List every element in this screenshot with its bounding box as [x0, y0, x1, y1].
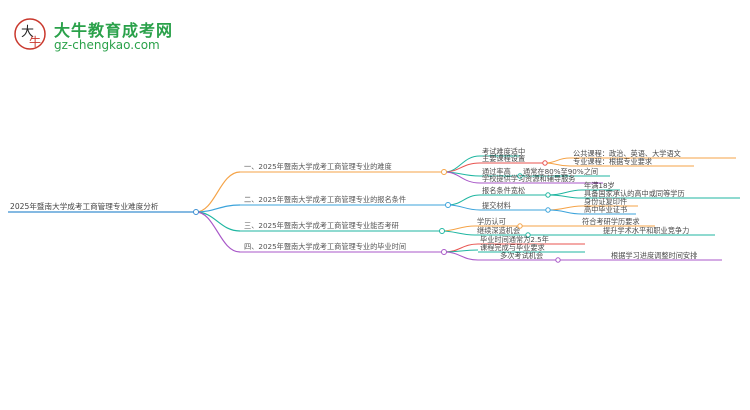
b3-further-study-detail: 提升学术水平和职业竞争力	[603, 226, 690, 235]
connector-b2-c2	[447, 204, 481, 211]
connector-b1-c2-g1	[544, 157, 571, 164]
b2-child-conditions: 报名条件宽松	[482, 186, 526, 195]
bull-logo-icon: 大 牛	[14, 18, 46, 50]
b1-child-difficulty: 考试难度适中	[482, 147, 526, 156]
connector-b2-c1	[447, 194, 481, 206]
b3-recognition-detail: 符合考研学历要求	[582, 217, 640, 226]
connector-b3-c1	[441, 225, 476, 232]
connector-branch-1	[195, 171, 241, 213]
connector-branch-3	[195, 211, 241, 232]
b4-child-completion: 课程完成与毕业要求	[480, 243, 545, 252]
connector-b2-c2-g2	[547, 209, 583, 215]
b2-cond-education: 具备国家承认的高中或同等学历	[584, 189, 685, 198]
b3-child-further-study: 继续深造机会	[477, 226, 521, 235]
b1-child-passrate: 通过率高	[482, 167, 511, 176]
b3-child-recognition: 学历认可	[477, 217, 506, 226]
b2-material-diploma: 高中毕业证书	[584, 205, 628, 214]
brand-title: 大牛教育成考网	[54, 21, 174, 40]
connector-b1-c2	[443, 162, 481, 173]
b1-child-resources: 学校提供学习资源和辅导服务	[482, 174, 576, 183]
b1-course-major: 专业课程：根据专业要求	[573, 157, 653, 166]
b2-child-materials: 提交材料	[482, 201, 511, 210]
connector-b4-c2	[443, 249, 479, 253]
connector-b2-c1-g1	[547, 189, 583, 196]
brand-logo[interactable]: 大 牛 大牛教育成考网 gz-chengkao.com	[14, 16, 174, 56]
svg-text:大: 大	[21, 25, 34, 40]
b1-passrate-detail: 通常在80%至90%之间	[523, 167, 599, 176]
connector-b2-c1-g2	[547, 194, 583, 199]
connector-branch-2	[195, 204, 241, 213]
b2-material-id: 身份证复印件	[584, 197, 628, 206]
connector-b3-c2	[441, 230, 476, 236]
branch-4-label: 四、2025年暨南大学成考工商管理专业的毕业时间	[244, 242, 407, 251]
b4-exam-detail: 根据学习进度调整时间安排	[611, 251, 698, 260]
connector-b1-c4	[443, 171, 481, 184]
b4-child-exam-opportunities: 多次考试机会	[500, 251, 544, 260]
connector-b4-c3	[443, 251, 479, 261]
b2-cond-age: 年满18岁	[584, 181, 615, 190]
connector-b1-c2-g2	[544, 162, 571, 167]
branch-2-label: 二、2025年暨南大学成考工商管理专业的报名条件	[244, 195, 407, 204]
b1-course-public: 公共课程：政治、英语、大学语文	[573, 149, 681, 158]
b1-child-courses: 主要课程设置	[482, 154, 526, 163]
mindmap-root: 2025年暨南大学成考工商管理专业难度分析	[10, 202, 159, 211]
connector-branch-4	[195, 211, 241, 253]
connector-b1-c1	[443, 155, 481, 173]
brand-url[interactable]: gz-chengkao.com	[54, 38, 160, 52]
branch-3-label: 三、2025年暨南大学成考工商管理专业能否考研	[244, 221, 399, 230]
svg-text:牛: 牛	[29, 34, 41, 49]
connector-b2-c2-g1	[547, 205, 583, 211]
branch-1-label: 一、2025年暨南大学成考工商管理专业的难度	[244, 162, 392, 171]
b4-child-duration: 毕业时间通常为2.5年	[480, 235, 549, 244]
